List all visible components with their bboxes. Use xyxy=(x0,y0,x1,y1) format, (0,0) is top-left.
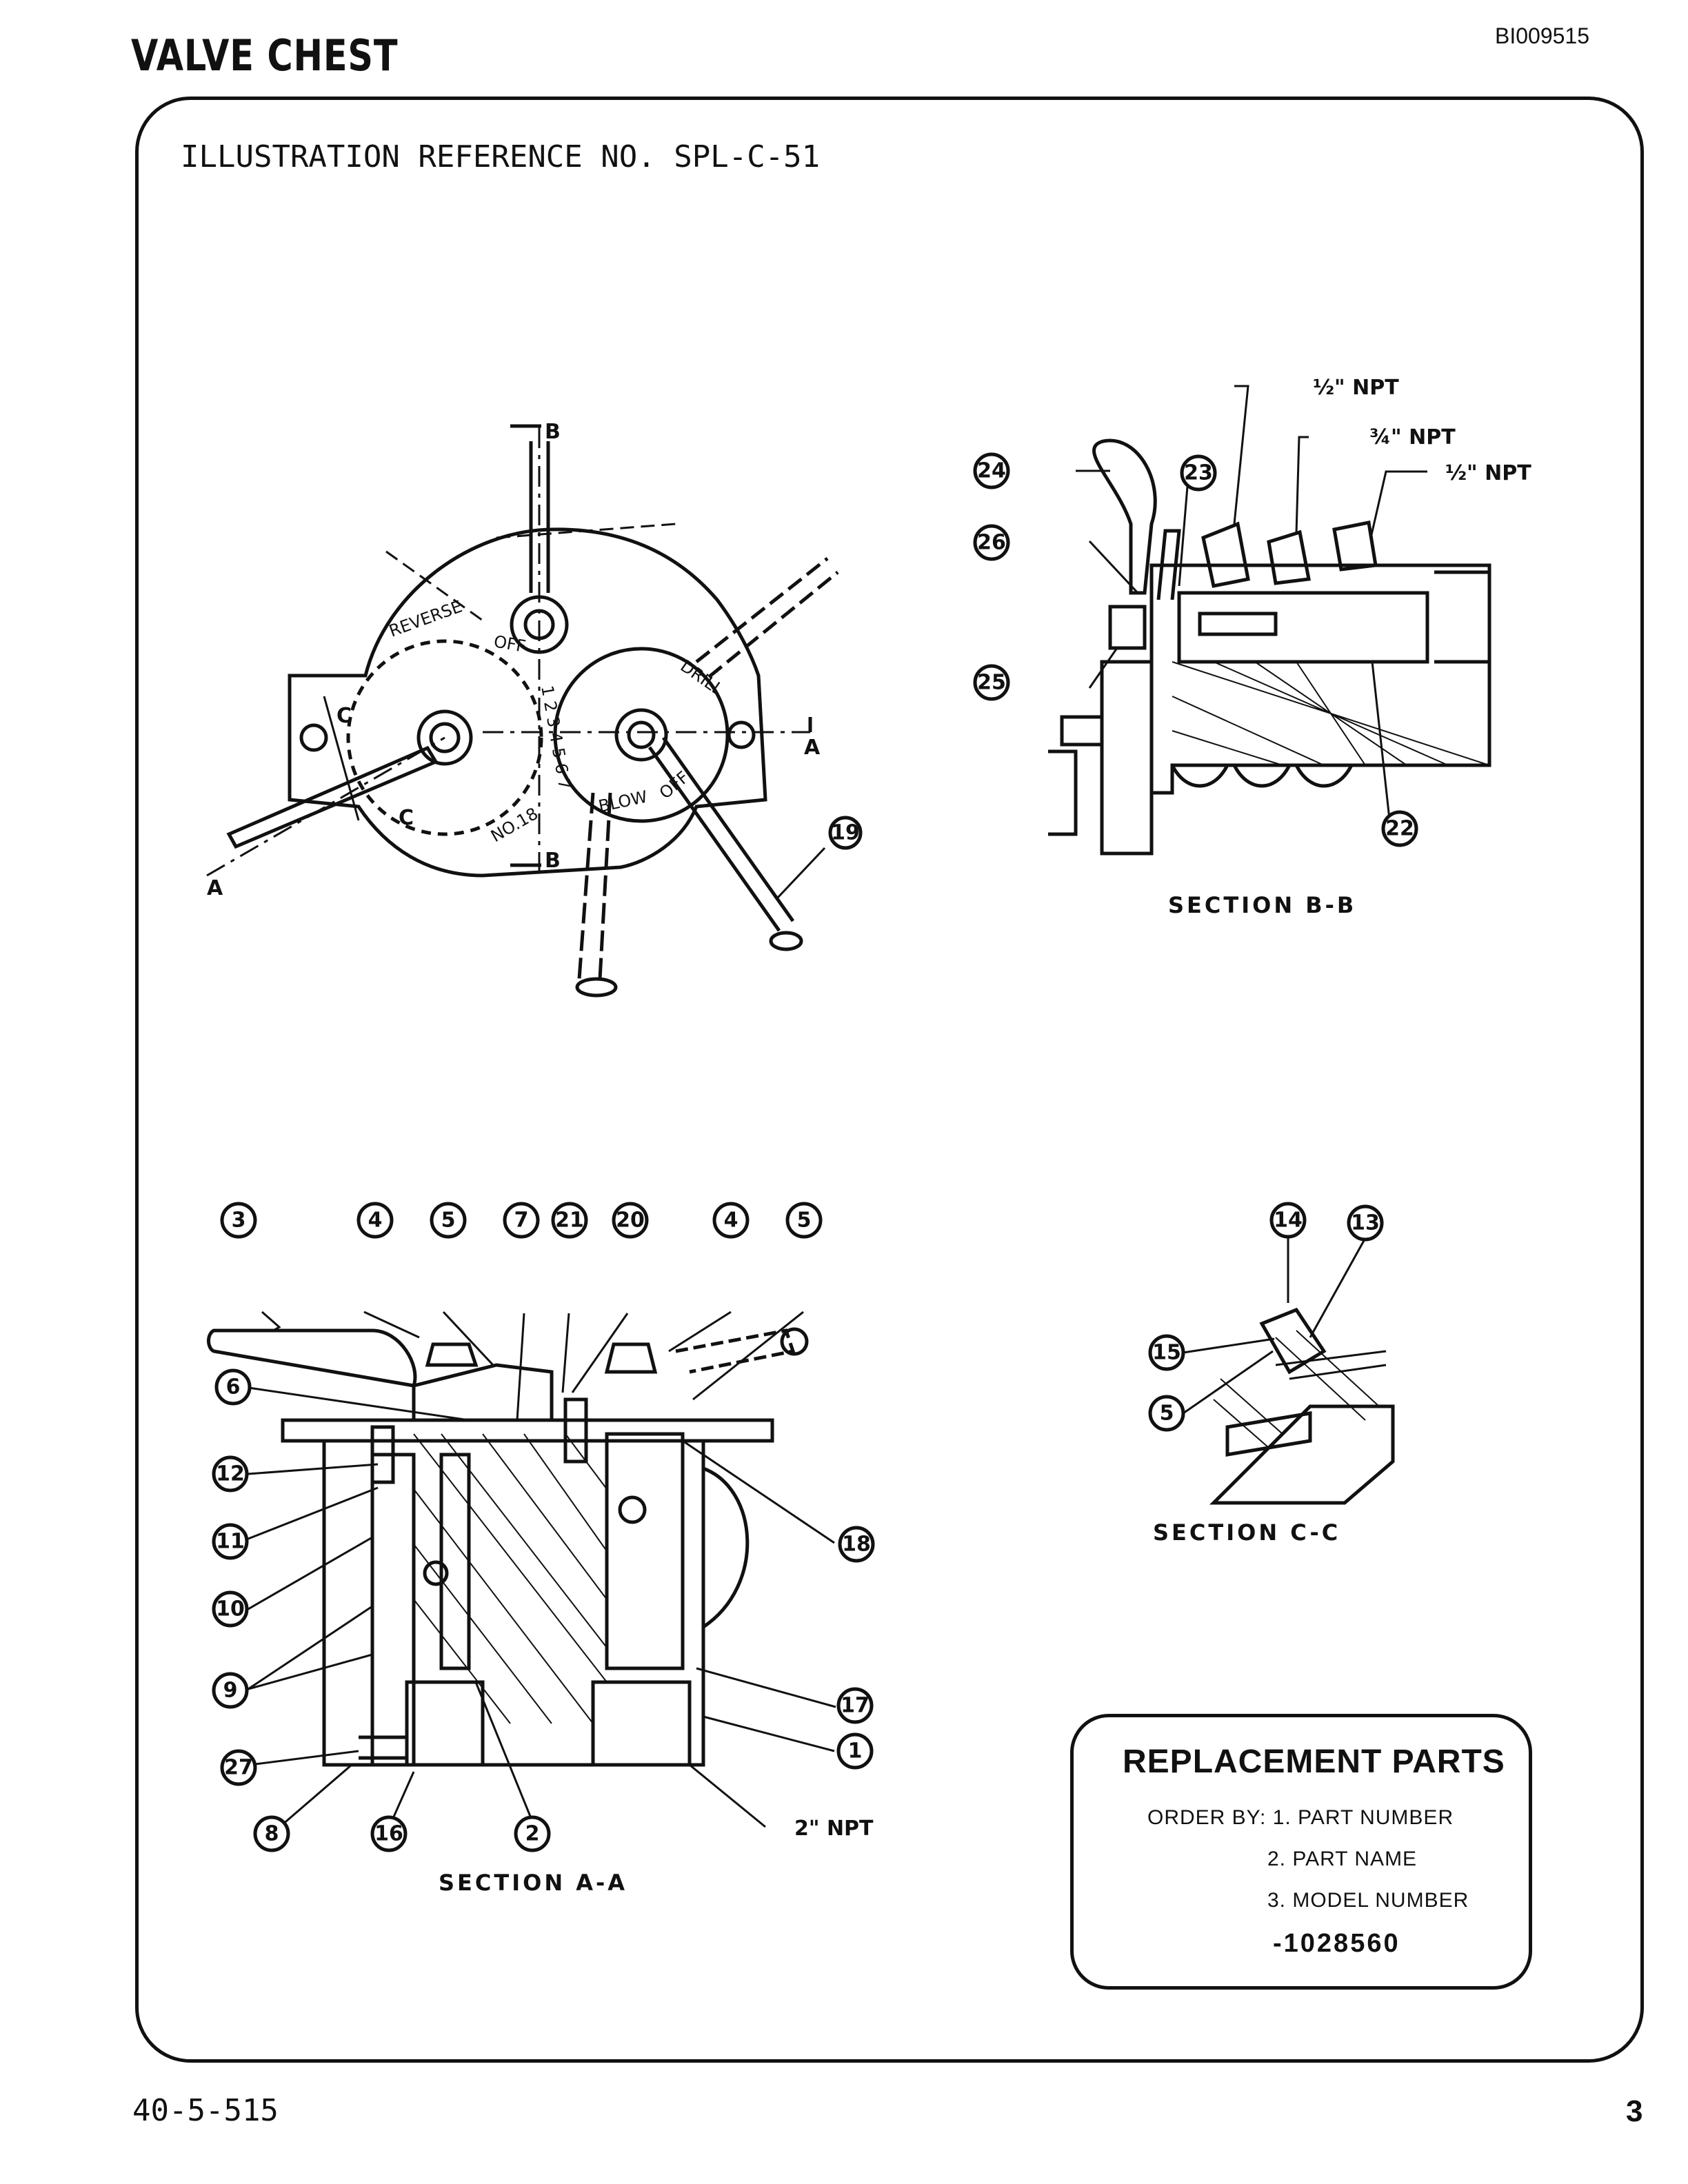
page-title: VALVE CHEST xyxy=(131,30,399,81)
svg-text:3: 3 xyxy=(232,1209,246,1233)
callout-4-right: 4 xyxy=(712,1202,750,1239)
dial-label-numbers: 1 2 3 4 5 6 7 xyxy=(537,684,574,791)
drawing-frame xyxy=(135,97,1644,2063)
document-id: BI009515 xyxy=(1495,23,1590,48)
section-aa-label: SECTION A-A xyxy=(439,1870,627,1896)
svg-text:19: 19 xyxy=(831,821,860,845)
section-mark-a-right: A xyxy=(804,736,821,760)
section-mark-b-top: B xyxy=(545,420,561,444)
callout-22: 22 xyxy=(1381,810,1418,847)
section-mark-c-upper: C xyxy=(336,704,352,728)
callout-18: 18 xyxy=(838,1526,875,1563)
svg-text:14: 14 xyxy=(1274,1209,1303,1233)
callout-2: 2 xyxy=(514,1815,551,1852)
svg-text:27: 27 xyxy=(224,1756,253,1780)
section-cc-view: SECTION C-C 14 13 15 5 xyxy=(1148,1202,1395,1546)
svg-text:5: 5 xyxy=(797,1209,812,1233)
svg-text:26: 26 xyxy=(977,531,1006,555)
callout-13: 13 xyxy=(1347,1204,1384,1242)
svg-text:18: 18 xyxy=(842,1533,871,1557)
svg-text:5: 5 xyxy=(1160,1402,1174,1426)
svg-text:1: 1 xyxy=(848,1739,863,1763)
callout-24: 24 xyxy=(973,452,1010,489)
section-mark-b-bottom: B xyxy=(545,849,561,873)
svg-text:13: 13 xyxy=(1351,1211,1380,1235)
svg-text:20: 20 xyxy=(616,1209,645,1233)
parts-line-3: 3. MODEL NUMBER xyxy=(1267,1889,1469,1912)
callout-4-left: 4 xyxy=(356,1202,394,1239)
callout-12: 12 xyxy=(212,1455,249,1493)
callout-6: 6 xyxy=(214,1368,252,1406)
section-bb-view: ½" NPT ¾" NPT ½" NPT SECTION B-B 24 23 2… xyxy=(973,376,1531,918)
dial-label-reverse: REVERSE xyxy=(386,597,464,641)
svg-text:22: 22 xyxy=(1385,817,1414,841)
callout-15: 15 xyxy=(1148,1334,1185,1371)
callout-14: 14 xyxy=(1269,1202,1307,1239)
callout-21: 21 xyxy=(551,1202,588,1239)
callout-19: 19 xyxy=(828,816,863,850)
svg-text:10: 10 xyxy=(216,1597,245,1621)
svg-text:4: 4 xyxy=(368,1209,383,1233)
section-cc-label: SECTION C-C xyxy=(1153,1519,1340,1546)
svg-text:24: 24 xyxy=(977,459,1006,483)
svg-text:8: 8 xyxy=(265,1822,279,1846)
svg-text:7: 7 xyxy=(514,1209,529,1233)
svg-text:17: 17 xyxy=(841,1694,870,1718)
callout-7: 7 xyxy=(503,1202,540,1239)
svg-text:11: 11 xyxy=(216,1530,245,1554)
illustration-reference: ILLUSTRATION REFERENCE NO. SPL-C-51 xyxy=(181,139,821,174)
svg-text:6: 6 xyxy=(226,1375,241,1399)
callout-16: 16 xyxy=(370,1815,408,1852)
callout-11: 11 xyxy=(212,1523,249,1560)
section-bb-label: SECTION B-B xyxy=(1168,892,1356,918)
svg-text:23: 23 xyxy=(1184,461,1213,485)
callout-8: 8 xyxy=(253,1815,290,1852)
npt-label-3: ½" NPT xyxy=(1445,461,1531,485)
callout-5-right: 5 xyxy=(785,1202,823,1239)
footer-page-code: 40-5-515 xyxy=(132,2093,279,2128)
callout-9: 9 xyxy=(212,1672,249,1709)
section-mark-c-lower: C xyxy=(399,806,414,830)
svg-text:12: 12 xyxy=(216,1462,245,1486)
dial-label-blow: BLOW xyxy=(596,787,649,816)
npt-label-2in: 2" NPT xyxy=(794,1817,874,1841)
dial-label-drill: DRILL xyxy=(677,656,727,700)
svg-text:4: 4 xyxy=(724,1209,738,1233)
svg-text:16: 16 xyxy=(374,1822,403,1846)
callout-26: 26 xyxy=(973,524,1010,561)
parts-line-2: 2. PART NAME xyxy=(1267,1848,1418,1870)
svg-text:2: 2 xyxy=(525,1822,540,1846)
callout-23: 23 xyxy=(1180,454,1217,492)
svg-text:5: 5 xyxy=(441,1209,456,1233)
replacement-parts-box xyxy=(1070,1714,1532,1990)
svg-text:21: 21 xyxy=(555,1209,584,1233)
replacement-parts-title: REPLACEMENT PARTS xyxy=(1123,1743,1505,1780)
callout-25: 25 xyxy=(973,664,1010,701)
footer-page-number: 3 xyxy=(1626,2094,1643,2128)
section-aa-view: 2" NPT SECTION A-A 3 4 5 7 21 20 4 5 6 1… xyxy=(207,1202,875,1896)
svg-text:25: 25 xyxy=(977,671,1006,695)
dial-label-no18: NO.18 xyxy=(488,804,541,846)
callout-5-left: 5 xyxy=(430,1202,467,1239)
callout-17: 17 xyxy=(836,1687,874,1724)
callout-10: 10 xyxy=(212,1590,249,1628)
callout-3: 3 xyxy=(220,1202,257,1239)
dial-label-off-1: OFF xyxy=(492,631,528,656)
callout-5-cc: 5 xyxy=(1148,1395,1185,1432)
parts-order-by: ORDER BY: 1. PART NUMBER xyxy=(1147,1806,1454,1829)
svg-text:15: 15 xyxy=(1152,1341,1181,1365)
top-view: REVERSE OFF DRILL BLOW OFF NO.18 1 2 3 4… xyxy=(206,420,863,998)
parts-number: -1028560 xyxy=(1273,1929,1400,1958)
section-mark-a-left: A xyxy=(207,876,223,900)
callout-1: 1 xyxy=(836,1732,874,1770)
npt-label-1: ½" NPT xyxy=(1313,376,1399,400)
svg-text:9: 9 xyxy=(223,1679,238,1703)
callout-20: 20 xyxy=(612,1202,649,1239)
callout-27: 27 xyxy=(220,1749,257,1786)
npt-label-2: ¾" NPT xyxy=(1369,425,1456,449)
